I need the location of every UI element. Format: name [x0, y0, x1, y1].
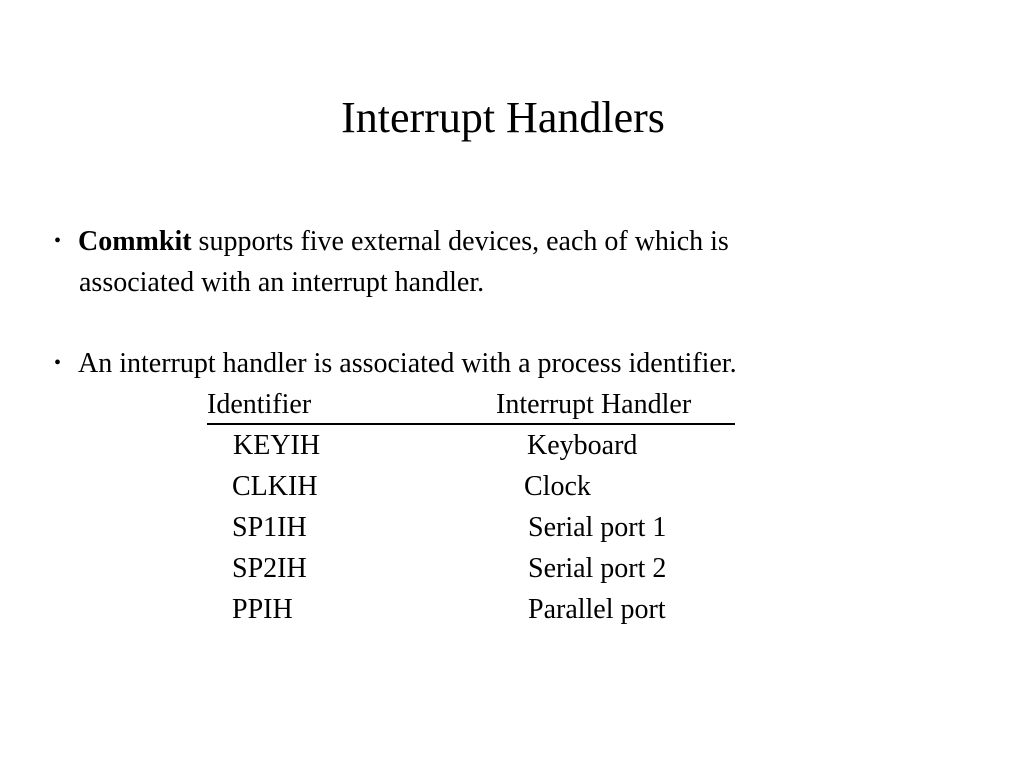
handler-cell: Parallel port — [528, 594, 666, 625]
table-row: KEYIH Keyboard — [207, 425, 735, 466]
bullet-text: supports five external devices, each of … — [191, 226, 729, 257]
bullet-text: An interrupt handler is associated with … — [78, 348, 737, 379]
bullet-icon: • — [54, 352, 62, 374]
bullet-line-continued: associated with an interrupt handler. — [79, 267, 485, 298]
identifier-cell: SP2IH — [232, 553, 307, 584]
header-interrupt-handler: Interrupt Handler — [496, 389, 692, 420]
bullet-commkit-devices: • Commkit supports five external devices,… — [54, 221, 934, 303]
handler-cell: Keyboard — [527, 430, 638, 461]
bullet-icon: • — [54, 230, 62, 252]
header-identifier: Identifier — [207, 389, 312, 420]
handler-cell: Clock — [524, 471, 591, 502]
handler-cell: Serial port 1 — [528, 512, 667, 543]
bullet-line: • Commkit supports five external devices,… — [54, 221, 934, 262]
handler-cell: Serial port 2 — [528, 553, 667, 584]
identifier-cell: CLKIH — [232, 471, 318, 502]
slide-title: Interrupt Handlers — [341, 93, 665, 142]
identifier-cell: PPIH — [232, 594, 293, 625]
table-header: Identifier Interrupt Handler — [207, 384, 735, 425]
bullet-process-identifier: • An interrupt handler is associated with… — [54, 343, 954, 384]
identifier-cell: KEYIH — [233, 430, 321, 461]
table-row: SP2IH Serial port 2 — [207, 548, 735, 589]
interrupt-handler-table: Identifier Interrupt Handler KEYIH Keybo… — [207, 384, 735, 630]
table-row: SP1IH Serial port 1 — [207, 507, 735, 548]
table-row: CLKIH Clock — [207, 466, 735, 507]
table-row: PPIH Parallel port — [207, 589, 735, 630]
commkit-term: Commkit — [78, 226, 192, 257]
identifier-cell: SP1IH — [232, 512, 307, 543]
